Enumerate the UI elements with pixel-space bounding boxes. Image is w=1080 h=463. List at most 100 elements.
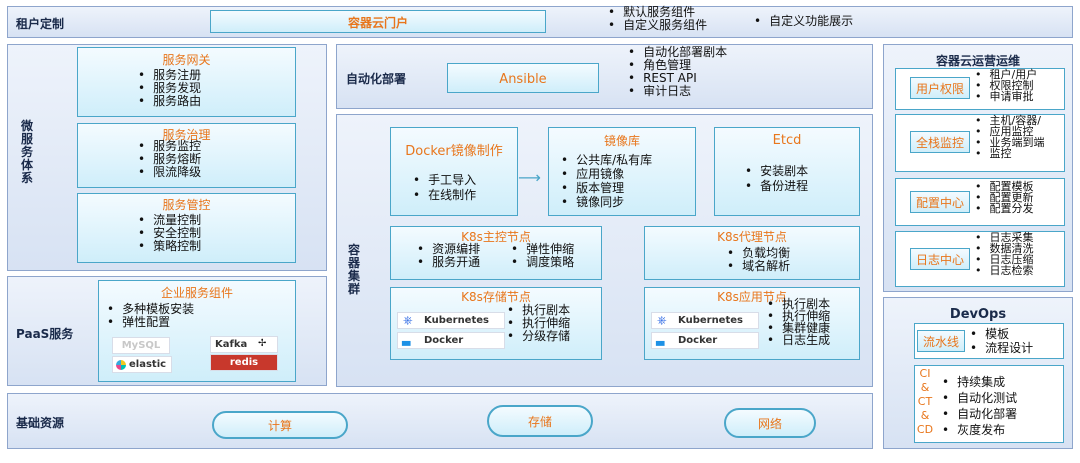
list-item: 服务路由 [136, 95, 295, 108]
list-item: 服务监控 [136, 140, 295, 153]
list-item: 镜像同步 [559, 195, 695, 209]
infra-label: 基础资源 [16, 416, 65, 430]
list-item: 申请审批 [973, 91, 1037, 102]
registry-title: 镜像库 [603, 134, 640, 148]
list-item: 日志采集 [973, 232, 1034, 243]
gateway-box[interactable]: 服务网关 服务注册 服务发现 服务路由 [77, 47, 296, 117]
storage-list: 执行剧本 执行伸缩 分级存储 [505, 304, 570, 343]
kafka-icon: ✢ [258, 338, 267, 349]
list-item: 限流降级 [136, 166, 295, 179]
devops-title: DevOps [949, 307, 1007, 322]
cict-part: & [920, 381, 930, 394]
kubernetes-icon: ⎈ [403, 313, 413, 327]
list-item: 手工导入 [411, 173, 517, 188]
gateway-title: 服务网关 [162, 53, 211, 67]
list-item: 配置分发 [973, 203, 1034, 214]
ops-list-log: 日志采集 数据清洗 日志压缩 日志检索 [973, 232, 1034, 276]
list-item: 执行剧本 [505, 304, 570, 317]
list-item: 执行伸缩 [505, 317, 570, 330]
control-title: 服务管控 [162, 198, 211, 212]
governance-list: 服务监控 服务熔断 限流降级 [136, 140, 295, 179]
kubernetes-logo-2: Kubernetes [651, 312, 759, 329]
portal-box[interactable]: 容器云门户 [210, 10, 546, 33]
cloud-icon: 网络 [724, 408, 816, 438]
ops-list-monitor: 主机/容器/ 应用监控 业务端到端 监控 [973, 115, 1045, 159]
pipeline-tag[interactable]: 流水线 [917, 330, 965, 352]
control-list: 流量控制 安全控制 策略控制 [136, 214, 295, 253]
registry-list: 公共库/私有库 应用镜像 版本管理 镜像同步 [559, 153, 695, 209]
governance-box[interactable]: 服务治理 服务监控 服务熔断 限流降级 [77, 123, 296, 188]
proxy-list: 负载均衡 域名解析 [725, 247, 859, 273]
ops-tag-label: 全栈监控 [915, 136, 964, 150]
arrow-icon: ⟶ [518, 168, 541, 187]
list-item: 弹性配置 [105, 316, 295, 329]
list-item: 安全控制 [136, 227, 295, 240]
kafka-logo: Kafka [210, 336, 278, 353]
ops-tag-log[interactable]: 日志中心 [910, 248, 970, 270]
ops-tag-user[interactable]: 用户权限 [910, 77, 970, 99]
pipeline-list: 模板 流程设计 [968, 327, 1033, 355]
ops-tag-label: 配置中心 [915, 196, 964, 210]
registry-box[interactable]: 镜像库 公共库/私有库 应用镜像 版本管理 镜像同步 [548, 127, 696, 216]
cloud-network-label: 网络 [757, 417, 782, 431]
list-item: 安装剧本 [743, 164, 859, 179]
list-item: 多种模板安装 [105, 303, 295, 316]
cloud-icon: 存储 [487, 405, 593, 437]
list-item: 服务熔断 [136, 153, 295, 166]
redis-logo: redis [210, 354, 278, 371]
list-item: 弹性伸缩 [509, 243, 574, 256]
cluster-label: 容器集群 [347, 243, 360, 296]
list-item: 灰度发布 [940, 422, 1017, 438]
list-item: 自动化部署剧本 [626, 46, 727, 59]
etcd-box[interactable]: Etcd 安装剧本 备份进程 [714, 127, 860, 216]
storage-title: K8s存储节点 [461, 290, 531, 304]
ops-list-config: 配置模板 配置更新 配置分发 [973, 181, 1034, 214]
ops-tag-config[interactable]: 配置中心 [910, 191, 970, 213]
kubernetes-icon: ⎈ [657, 313, 667, 327]
ansible-title: Ansible [499, 72, 547, 87]
pipeline-label: 流水线 [922, 335, 959, 349]
list-item: 配置模板 [973, 181, 1034, 192]
ops-tag-label: 用户权限 [915, 82, 964, 96]
docker-icon: ▃ [402, 333, 411, 346]
list-item: 在线制作 [411, 188, 517, 203]
mysql-logo: MySQL [112, 337, 170, 354]
list-item: 调度策略 [509, 256, 574, 269]
ops-list-user: 租户/用户 权限控制 申请审批 [973, 69, 1038, 102]
list-item: 主机/容器/ [973, 115, 1045, 126]
master-title: K8s主控节点 [461, 230, 531, 244]
list-item: 域名解析 [725, 260, 859, 273]
docker-logo-2: Docker [651, 332, 759, 349]
docker-box[interactable]: Docker镜像制作 手工导入 在线制作 [390, 127, 518, 216]
etcd-list: 安装剧本 备份进程 [743, 164, 859, 194]
list-item: 配置更新 [973, 192, 1034, 203]
ops-tag-label: 日志中心 [915, 253, 964, 267]
cict-part: CI [919, 367, 931, 380]
tenant-label: 租户定制 [16, 17, 65, 31]
list-item: 租户/用户 [973, 69, 1038, 80]
list-item: 监控 [973, 148, 1045, 159]
master-box[interactable]: K8s主控节点 资源编排 服务开通 弹性伸缩 调度策略 [390, 226, 602, 280]
list-item: 模板 [968, 327, 1033, 341]
master-list-1: 资源编排 服务开通 [415, 243, 480, 269]
docker-icon: ▃ [656, 333, 665, 346]
list-item: 负载均衡 [725, 247, 859, 260]
proxy-box[interactable]: K8s代理节点 负载均衡 域名解析 [644, 226, 860, 280]
list-item: 应用监控 [973, 126, 1045, 137]
list-item: 角色管理 [626, 59, 727, 72]
list-item: 日志压缩 [973, 254, 1034, 265]
app-list: 执行剧本 执行伸缩 集群健康 日志生成 [765, 298, 830, 346]
list-item: 自定义功能展示 [752, 15, 853, 28]
ops-tag-monitor[interactable]: 全栈监控 [910, 131, 970, 153]
list-item: 集群健康 [765, 322, 830, 334]
cict-part: CT [917, 395, 933, 408]
control-box[interactable]: 服务管控 流量控制 安全控制 策略控制 [77, 193, 296, 263]
list-item: 持续集成 [940, 374, 1017, 390]
list-item: 应用镜像 [559, 167, 695, 181]
list-item: 服务开通 [415, 256, 480, 269]
paas-title: 企业服务组件 [160, 286, 233, 300]
ansible-box[interactable]: Ansible [447, 63, 599, 93]
cict-part: CD [916, 423, 934, 436]
list-item: 备份进程 [743, 179, 859, 194]
list-item: 自动化测试 [940, 390, 1017, 406]
